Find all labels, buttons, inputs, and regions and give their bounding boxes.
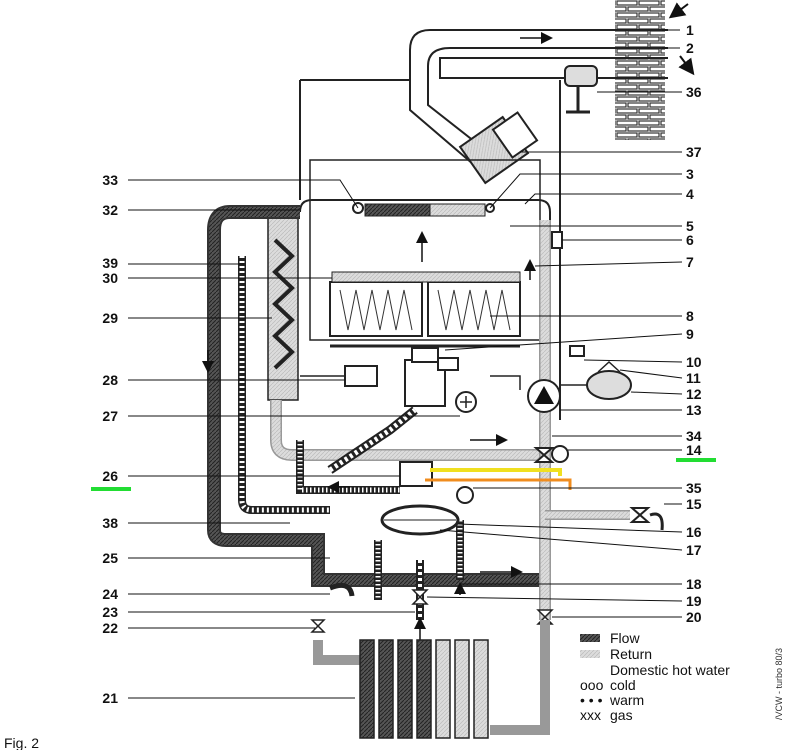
callouts-right: 1 2 36 37 3 4 5 6 7 8 9 10 11 12 13 34 1… [686,22,702,625]
radiator-fin [435,639,451,739]
callout-32: 32 [102,202,118,218]
safety-valve [629,507,664,531]
combustion-chamber [299,159,551,350]
figure-caption: Fig. 2 [4,735,39,750]
callouts-left: 33 32 39 30 29 28 27 26 38 25 24 23 22 2… [102,172,118,706]
callout-34: 34 [686,428,702,444]
callout-37: 37 [686,144,702,160]
callout-23: 23 [102,604,118,620]
pipe-arrows [202,259,536,640]
side-text: /VCW - turbo 80/3 [774,648,784,720]
radiator-fin [454,639,470,739]
callout-29: 29 [102,310,118,326]
callout-18: 18 [686,576,702,592]
radiator-fin [397,639,413,739]
legend-gas: gas [610,707,633,723]
legend-gas-symbol: xxx [580,707,601,723]
brick-wall [615,0,665,140]
callout-3: 3 [686,166,694,182]
radiator [313,620,550,739]
callout-11: 11 [686,370,701,386]
leader-lines [128,29,683,699]
callout-12: 12 [686,386,702,402]
callout-35: 35 [686,480,702,496]
plate-heat-exchanger [380,504,460,536]
radiator-fin [359,639,375,739]
air-in-arrow-2 [678,55,695,76]
callout-39: 39 [102,255,118,271]
callout-1: 1 [686,22,694,38]
callout-17: 17 [686,542,702,558]
callout-2: 2 [686,40,694,56]
callout-7: 7 [686,254,694,270]
callout-36: 36 [686,84,702,100]
return-pipe [270,220,630,620]
callout-27: 27 [102,408,118,424]
callout-13: 13 [686,402,702,418]
callout-28: 28 [102,372,118,388]
callout-20: 20 [686,609,702,625]
thermostat [551,231,585,357]
legend-warm-symbol: • • • [580,692,603,708]
gas-valve [300,347,459,407]
highlight-lines [425,468,572,490]
callout-15: 15 [686,496,702,512]
flow-pipe [207,205,540,587]
legend-flow-swatch [580,634,600,642]
cold-water-pipe [296,440,464,600]
callout-24: 24 [102,586,118,602]
control-box [327,461,474,504]
flue-duct [299,29,668,420]
callout-26: 26 [102,468,118,484]
callout-8: 8 [686,308,694,324]
legend-warm: warm [609,692,644,708]
legend-return-swatch [580,650,600,658]
heat-exchanger [267,209,299,401]
callout-16: 16 [686,524,702,540]
diverter-valve [470,434,569,463]
callout-19: 19 [686,593,702,609]
legend-flow: Flow [610,630,640,646]
callout-14: 14 [686,442,702,458]
legend: Flow Return Domestic hot water ooo cold … [580,630,730,723]
valves [310,582,554,633]
callout-38: 38 [102,515,118,531]
pump [455,375,561,413]
expansion-vessel [560,360,632,400]
callout-10: 10 [686,354,702,370]
fan-assembly [458,111,539,185]
callout-30: 30 [102,270,118,286]
legend-return: Return [610,646,652,662]
air-in-arrow [668,2,689,19]
callout-25: 25 [102,550,118,566]
radiator-fin [473,639,489,739]
callout-6: 6 [686,232,694,248]
legend-cold-symbol: ooo [580,677,604,693]
legend-dhw: Domestic hot water [610,662,730,678]
callout-4: 4 [686,186,694,202]
radiator-fin [378,639,394,739]
callout-21: 21 [102,690,118,706]
callout-33: 33 [102,172,118,188]
pressure-switch [564,65,598,114]
callout-9: 9 [686,326,694,342]
dhw-pipe [238,256,330,514]
callout-22: 22 [102,620,118,636]
callout-5: 5 [686,218,694,234]
radiator-fin [416,639,432,739]
legend-cold: cold [610,677,636,693]
